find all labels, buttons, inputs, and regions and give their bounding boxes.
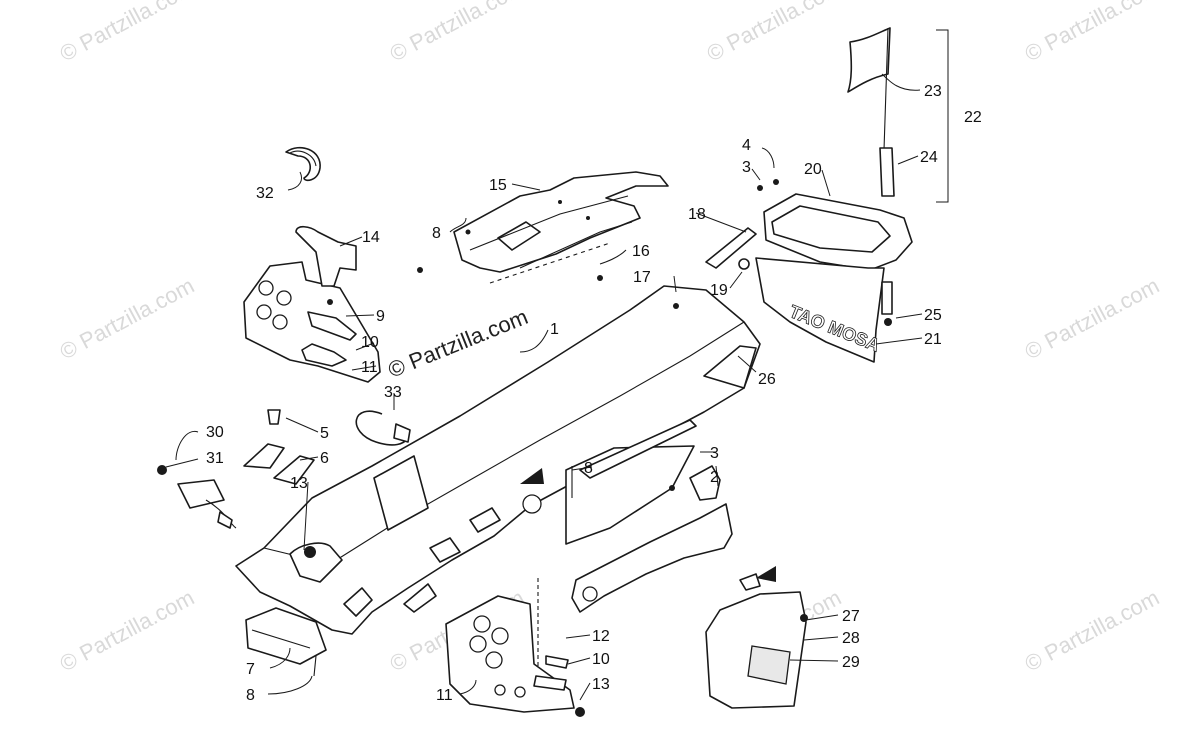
callout-24: 24 xyxy=(920,149,938,166)
callout-14: 14 xyxy=(362,229,380,246)
callout-11-lower: 11 xyxy=(436,687,453,704)
watermark: © Partzilla.com xyxy=(386,0,529,66)
part-heat-exchanger-plate xyxy=(565,419,697,545)
watermark: © Partzilla.com xyxy=(1021,0,1164,66)
part-left-side-brackets xyxy=(243,409,315,485)
callout-13-lower: 13 xyxy=(592,676,610,693)
callout-12: 12 xyxy=(592,628,610,645)
callout-10-upper: 10 xyxy=(361,334,379,351)
part-32-clamp xyxy=(285,146,321,182)
callout-26: 26 xyxy=(758,371,776,388)
callout-32: 32 xyxy=(256,185,274,202)
part-7-skid-plate xyxy=(245,607,327,677)
callout-11-upper: 11 xyxy=(361,359,378,376)
part-rear-bumper: TAO MOSA xyxy=(705,193,913,363)
part-1-tunnel xyxy=(235,285,761,635)
fasteners xyxy=(417,179,779,491)
leader-lines xyxy=(165,73,923,701)
callout-25: 25 xyxy=(924,307,942,324)
direction-arrows xyxy=(520,468,776,582)
part-lower-bracket xyxy=(445,578,585,717)
callout-22: 22 xyxy=(964,109,982,126)
callout-labels: 32 14 8 15 16 17 1 9 10 11 33 5 6 13 30 … xyxy=(206,83,982,704)
callout-31: 31 xyxy=(206,450,224,467)
callout-19: 19 xyxy=(710,282,728,299)
part-left-upper-bracket xyxy=(243,225,381,383)
part-22-flag-assembly xyxy=(847,27,949,203)
callout-8-lower: 8 xyxy=(246,687,255,704)
part-30-31-connector xyxy=(157,465,237,529)
callout-29: 29 xyxy=(842,654,860,671)
part-33-strap xyxy=(355,410,411,446)
callout-3-upper: 3 xyxy=(742,159,751,176)
callout-5: 5 xyxy=(320,425,329,442)
callout-17: 17 xyxy=(633,269,651,286)
callout-4: 4 xyxy=(742,137,751,154)
callout-27: 27 xyxy=(842,608,860,625)
callout-3-lower: 3 xyxy=(710,445,719,462)
callout-21: 21 xyxy=(924,331,942,348)
part-28-cover xyxy=(705,573,808,709)
watermark: © Partzilla.com xyxy=(56,585,199,677)
callout-7: 7 xyxy=(246,661,255,678)
callout-16: 16 xyxy=(632,243,650,260)
callout-13-upper: 13 xyxy=(290,475,308,492)
callout-8-mid: 8 xyxy=(584,460,593,477)
callout-10-lower: 10 xyxy=(592,651,610,668)
watermark: © Partzilla.com xyxy=(1021,585,1164,677)
part-2-right-rail xyxy=(571,465,733,613)
callout-33: 33 xyxy=(384,384,402,401)
watermark: © Partzilla.com xyxy=(1021,273,1164,365)
watermark: © Partzilla.com xyxy=(56,273,199,365)
callout-9: 9 xyxy=(376,308,385,325)
callout-30: 30 xyxy=(206,424,224,441)
watermark: © Partzilla.com xyxy=(703,0,846,66)
watermark: © Partzilla.com xyxy=(56,0,199,66)
callout-18: 18 xyxy=(688,206,706,223)
callout-15: 15 xyxy=(489,177,507,194)
callout-23: 23 xyxy=(924,83,942,100)
callout-20: 20 xyxy=(804,161,822,178)
callout-28: 28 xyxy=(842,630,860,647)
callout-8-upper: 8 xyxy=(432,225,441,242)
callout-1: 1 xyxy=(550,321,559,338)
callout-2: 2 xyxy=(710,469,719,486)
callout-6: 6 xyxy=(320,450,329,467)
watermark-center: © Partzilla.com xyxy=(385,304,532,383)
part-15-rail xyxy=(453,171,669,284)
